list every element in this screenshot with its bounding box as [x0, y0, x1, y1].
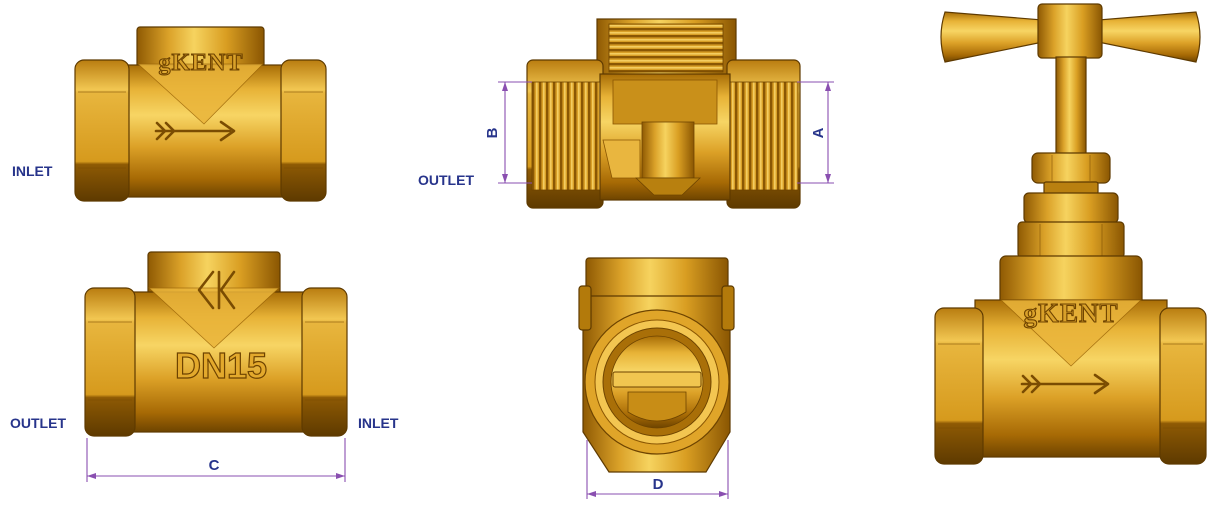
dimension-a-label: A [810, 127, 827, 138]
dimension-d-label: D [653, 476, 664, 493]
flow-arrow-icon [1020, 373, 1110, 395]
hex-end-left [84, 287, 136, 437]
handle-arm-left [940, 11, 1044, 63]
section-view [526, 18, 801, 209]
seat-wedge [634, 177, 702, 196]
outlet-label-section: OUTLET [418, 172, 474, 188]
packing-nut [1031, 152, 1111, 184]
valve-stem [1055, 56, 1087, 158]
dimension-c: C [86, 438, 346, 482]
inlet-label-bottom: INLET [358, 415, 399, 431]
brand-lettering: gKENT [158, 50, 243, 76]
inlet-label-top: INLET [12, 163, 53, 179]
handle-arm-right [1097, 11, 1201, 63]
stem-collar [1043, 181, 1099, 195]
side-boss-right [721, 285, 735, 331]
hex-end-left [934, 307, 984, 465]
neck-thread [608, 23, 724, 73]
tee-fillet [136, 63, 264, 125]
gate-bar [612, 371, 702, 388]
tee-fillet [147, 287, 281, 349]
dimension-b-label: B [484, 127, 501, 138]
outlet-label-bottom: OUTLET [10, 415, 66, 431]
front-view-bottom: DN15 [84, 251, 348, 437]
handle-hub [1037, 3, 1103, 59]
globe-valve: gKENT [934, 3, 1207, 465]
dimension-b: B [484, 81, 532, 184]
bonnet [1023, 192, 1119, 224]
bonnet-hex [1017, 221, 1125, 259]
right-port-thread [729, 81, 799, 191]
lower-passage [627, 391, 687, 422]
valve-seat [641, 121, 695, 179]
t-handle-icon [940, 3, 1201, 63]
brand-lettering: gKENT [1023, 298, 1118, 328]
end-view-neck [585, 257, 729, 301]
side-boss-left [578, 285, 592, 331]
kent-logo-icon [197, 270, 236, 310]
flow-arrow-icon [154, 120, 236, 142]
size-marking: DN15 [175, 345, 267, 386]
end-view [578, 257, 735, 473]
body-fillet [999, 299, 1143, 367]
hex-end-right [1159, 307, 1207, 465]
inner-cavity [612, 79, 718, 125]
front-view-top: gKENT [74, 26, 327, 202]
hex-end-right [301, 287, 348, 437]
dimension-c-label: C [209, 457, 220, 474]
dimension-d: D [586, 440, 729, 499]
hex-end-right [280, 59, 327, 202]
dimension-a: A [797, 81, 834, 184]
left-port-thread [531, 81, 601, 191]
hex-end-left [74, 59, 130, 202]
